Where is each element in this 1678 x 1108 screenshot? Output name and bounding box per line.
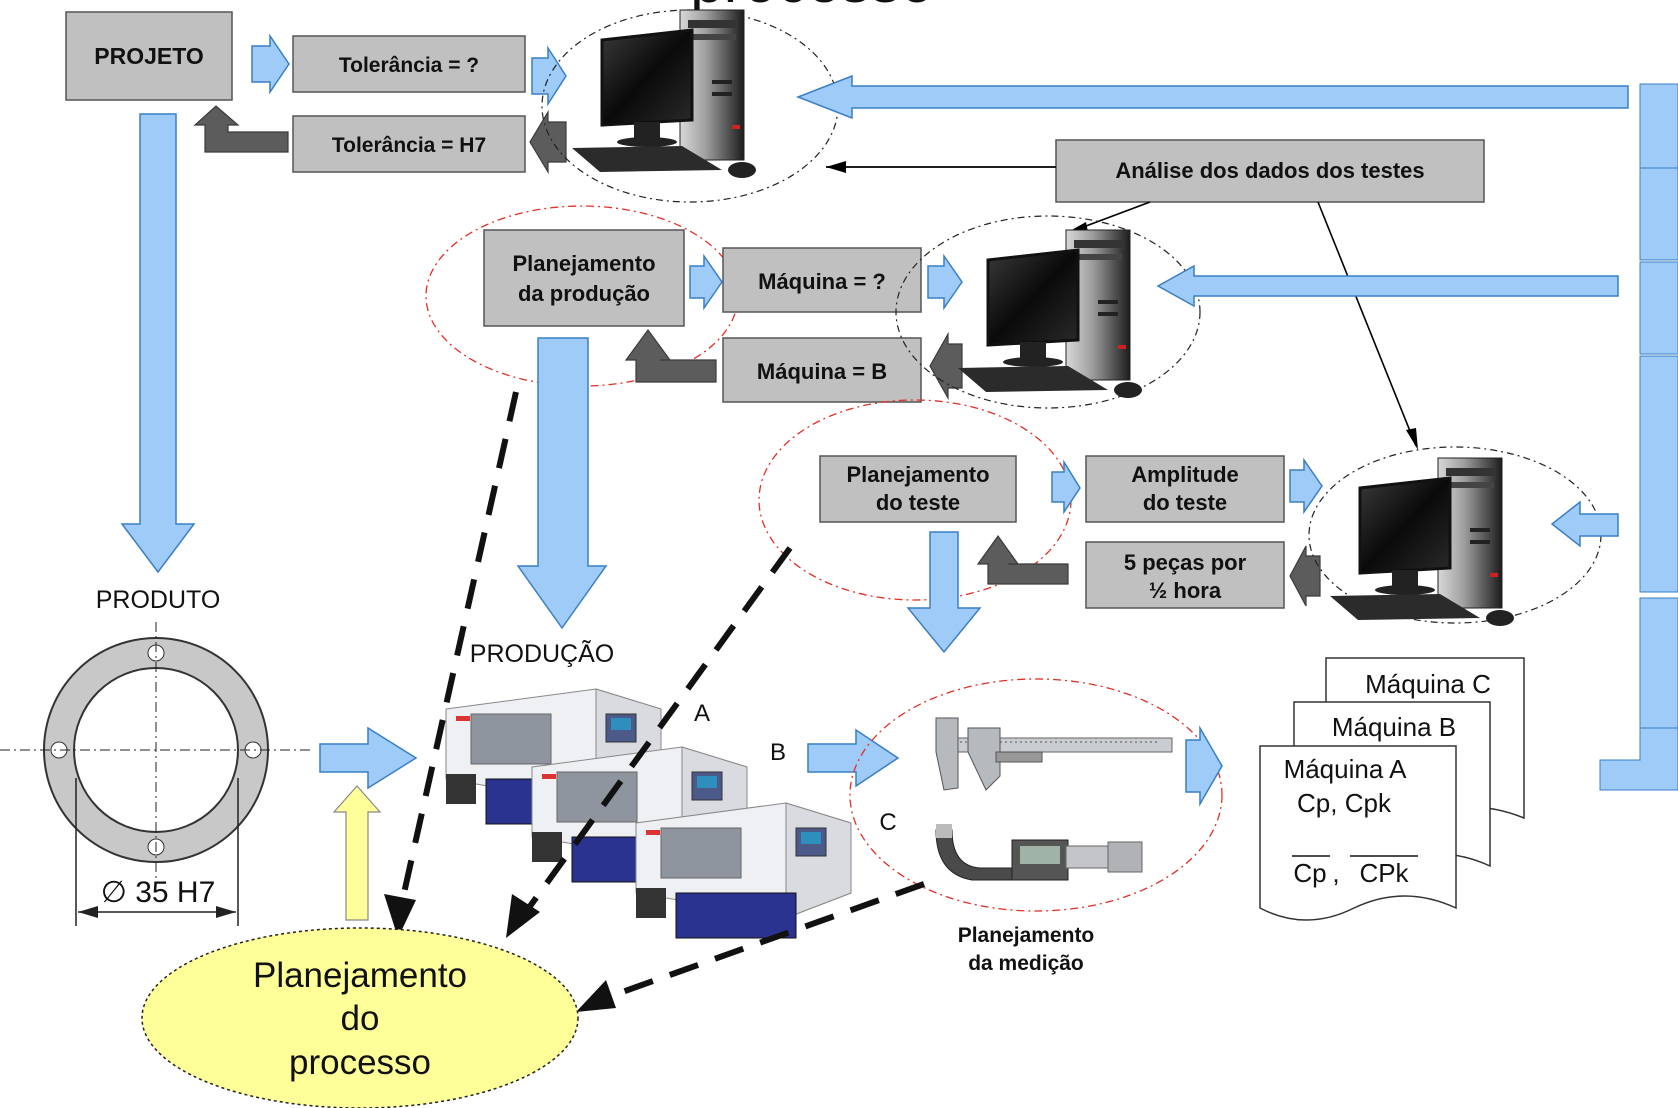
report-a-title: Máquina A [1284, 754, 1408, 784]
arrow-projeto-to-tolq [251, 33, 290, 95]
plan-teste-box [819, 455, 1017, 523]
tolerancia-h7-box [292, 115, 526, 173]
report-stack [1259, 657, 1525, 921]
plan-teste-line2: do teste [876, 490, 960, 515]
medicao-red-outline [849, 678, 1223, 912]
right-panel-1 [1639, 83, 1678, 169]
projeto-box [65, 11, 233, 101]
arrow-amplitude-to-computer-3 [1289, 457, 1323, 515]
computer-2 [956, 228, 1144, 400]
dashed-arrow-plan-producao [395, 391, 519, 921]
arrow-computer-2-to-maq-b [929, 331, 963, 401]
produto-label: PRODUTO [96, 586, 221, 614]
tolerancia-q-label: Tolerância = ? [339, 54, 479, 77]
report-a-cp-cpk: Cp, Cpk [1297, 788, 1392, 818]
dimension-arrow-right [216, 906, 236, 918]
amplitude-line1: Amplitude [1131, 462, 1239, 487]
dimension-arrow-left [78, 906, 98, 918]
arrow-maq-b-to-plan [624, 328, 717, 383]
report-maquina-a [1259, 745, 1457, 921]
arrow-right-to-computer-1 [795, 74, 1629, 120]
pecas-box [1085, 541, 1285, 609]
right-panel-4 [1639, 355, 1678, 593]
analise-box [1055, 139, 1485, 203]
plan-processo-line3: processo [289, 1043, 431, 1082]
producao-label: PRODUÇÃO [470, 639, 614, 668]
dashed-arrowhead-2 [506, 894, 540, 938]
lathe-c [635, 802, 852, 939]
arrowhead-analise-3 [1406, 428, 1418, 450]
arrow-plan-teste-to-medicao [906, 531, 982, 654]
analise-label: Análise dos dados dos testes [1115, 158, 1424, 183]
computer-1 [570, 8, 758, 180]
dimension-label: ∅ 35 H7 [101, 876, 216, 909]
maquina-b-label: Máquina = B [757, 359, 887, 384]
plan-medicao-line1: Planejamento [958, 924, 1095, 947]
maquina-b-box [722, 337, 922, 403]
arrow-plan-to-maq-q [689, 253, 723, 311]
arrow-computer-to-h7 [529, 109, 567, 175]
report-a-cpk-bar: CPk [1359, 858, 1409, 888]
machine-c-label: C [879, 809, 896, 836]
plan-processo-line2: do [341, 999, 380, 1038]
arrow-h7-to-projeto [193, 105, 289, 153]
report-c-title: Máquina C [1365, 669, 1491, 699]
computer-2-outline [895, 215, 1201, 409]
plan-producao-box [483, 229, 685, 327]
arrow-produto-to-producao [319, 726, 418, 790]
plan-producao-line2: da produção [518, 281, 650, 306]
arrow-right-to-computer-2 [1156, 264, 1619, 308]
arrow-plan-to-producao [516, 337, 608, 630]
maquina-q-box [722, 247, 922, 313]
right-panel-bottom-arrow [1599, 727, 1678, 791]
pecas-line2: ½ hora [1149, 578, 1222, 603]
plan-processo-ellipse [141, 927, 579, 1108]
tolerancia-q-box [292, 35, 526, 93]
right-panel-5 [1639, 597, 1678, 729]
amplitude-line2: do teste [1143, 490, 1227, 515]
micrometer-image [935, 824, 1143, 881]
projeto-label: PROJETO [94, 43, 204, 69]
computer-3 [1328, 456, 1516, 628]
maquina-q-label: Máquina = ? [758, 269, 886, 294]
tolerancia-h7-label: Tolerância = H7 [332, 134, 486, 157]
machine-b-label: B [770, 739, 786, 766]
machine-a-label: A [694, 700, 710, 727]
plan-teste-line1: Planejamento [846, 462, 989, 487]
arrow-pecas-to-plan-teste [976, 534, 1069, 585]
report-a-cp-bar: Cp [1293, 858, 1326, 888]
amplitude-box [1085, 455, 1285, 523]
report-b-title: Máquina B [1332, 712, 1456, 742]
arrow-plan-processo-up [332, 785, 382, 921]
arrow-tolq-to-computer [531, 45, 567, 107]
arrow-right-to-computer-3 [1550, 500, 1619, 548]
pecas-line1: 5 peças por [1124, 550, 1247, 575]
arrow-plan-teste-to-amplitude [1051, 459, 1081, 515]
right-panel-2 [1639, 167, 1678, 261]
right-panel-3 [1639, 261, 1678, 355]
dashed-arrow-plan-teste [517, 546, 793, 922]
dashed-arrow-plan-medicao [598, 881, 926, 1003]
plan-producao-line1: Planejamento [512, 251, 655, 276]
dashed-arrowhead-3 [576, 980, 616, 1012]
arrow-maq-q-to-computer-2 [927, 253, 963, 311]
title: processo [690, 0, 933, 15]
arrow-computer-3-to-pecas [1289, 545, 1321, 607]
plan-medicao-line2: da medição [968, 952, 1084, 975]
arrow-producao-to-medicao [807, 728, 900, 788]
caliper-image [935, 717, 1173, 791]
arrowhead-analise-1 [826, 161, 846, 173]
plan-processo-line1: Planejamento [253, 956, 467, 995]
report-a-comma: , [1332, 858, 1339, 888]
dashed-arrowhead-1 [384, 894, 416, 938]
arrow-medicao-to-reports [1185, 725, 1223, 807]
line-analise-to-computer-3 [1317, 201, 1417, 447]
arrow-projeto-to-produto [120, 113, 196, 574]
